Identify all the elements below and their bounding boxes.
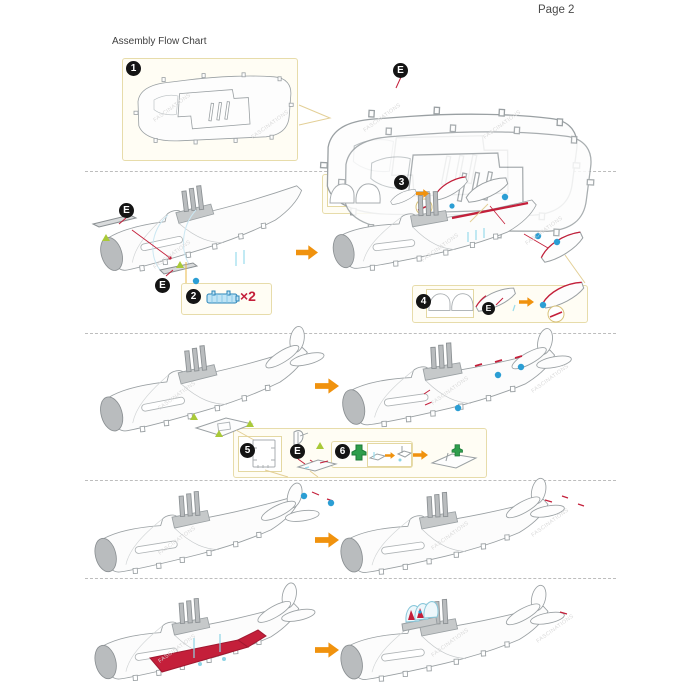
step-6-badge: 6 bbox=[335, 444, 350, 459]
step-4-fuselage-right-drawing bbox=[336, 325, 574, 430]
next-step-arrow-icon bbox=[315, 532, 339, 548]
step-4-badge: 4 bbox=[416, 294, 431, 309]
part-e-badge: E bbox=[290, 444, 305, 459]
brand-watermark: FASCINATIONS bbox=[535, 613, 576, 645]
brand-watermark: FASCINATIONS bbox=[157, 633, 198, 665]
step-2-badge: 2 bbox=[186, 289, 201, 304]
brand-watermark: FASCINATIONS bbox=[482, 109, 523, 141]
row-separator bbox=[85, 333, 616, 334]
page-title: Assembly Flow Chart bbox=[112, 36, 207, 47]
step-3-badge: 3 bbox=[394, 175, 409, 190]
next-step-arrow-icon bbox=[296, 245, 318, 260]
next-step-arrow-icon bbox=[315, 642, 339, 658]
step-1-box bbox=[122, 58, 298, 161]
brand-watermark: FASCINATIONS bbox=[157, 380, 198, 412]
step-6-fuselage-right-drawing bbox=[335, 581, 568, 684]
step-2-fuselage-drawing bbox=[91, 173, 310, 285]
brand-watermark: FASCINATIONS bbox=[362, 102, 403, 134]
brand-watermark: FASCINATIONS bbox=[430, 520, 471, 552]
brand-watermark: FASCINATIONS bbox=[530, 507, 571, 539]
brand-watermark: FASCINATIONS bbox=[530, 363, 571, 395]
step-1-badge: 1 bbox=[126, 61, 141, 76]
step-4-parts-box bbox=[426, 289, 474, 318]
part-e-badge: E bbox=[482, 302, 495, 315]
page-number-label: Page 2 bbox=[538, 4, 575, 16]
brand-watermark: FASCINATIONS bbox=[157, 525, 198, 557]
next-step-arrow-icon bbox=[315, 378, 339, 394]
step-4-fuselage-left-drawing bbox=[91, 321, 327, 441]
row-separator bbox=[85, 171, 616, 172]
brand-watermark: FASCINATIONS bbox=[524, 215, 565, 247]
step-6-fuselage-left-drawing bbox=[88, 579, 317, 684]
row-separator bbox=[85, 578, 616, 579]
part-e-badge: E bbox=[393, 63, 408, 78]
row-separator bbox=[85, 480, 616, 481]
step-connector-line bbox=[298, 104, 332, 126]
part-e-badge: E bbox=[119, 203, 134, 218]
brand-watermark: FASCINATIONS bbox=[152, 239, 193, 271]
next-step-arrow-icon bbox=[413, 450, 428, 460]
step-3-parts-box bbox=[327, 179, 383, 207]
brand-watermark: FASCINATIONS bbox=[430, 375, 471, 407]
brand-watermark: FASCINATIONS bbox=[430, 627, 471, 659]
quantity-label: ×2 bbox=[240, 288, 256, 304]
step-5-badge: 5 bbox=[240, 443, 255, 458]
brand-watermark: FASCINATIONS bbox=[420, 232, 461, 264]
next-step-arrow-icon bbox=[519, 297, 534, 307]
next-step-arrow-icon bbox=[385, 452, 395, 459]
part-e-badge: E bbox=[155, 278, 170, 293]
step-5-fuselage-left-drawing bbox=[88, 480, 335, 577]
